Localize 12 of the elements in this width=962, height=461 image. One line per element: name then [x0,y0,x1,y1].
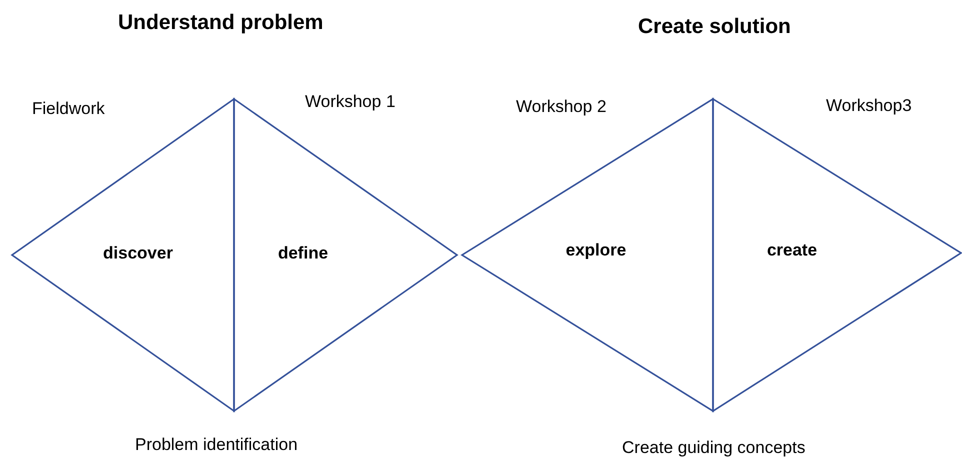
annotation-text: Create guiding concepts [622,437,806,458]
annotation-text: Workshop3 [826,95,912,116]
phase-label: explore [566,242,626,258]
annotation-text: Problem identification [135,434,298,456]
section-heading: Understand problem [118,10,324,36]
section-heading: Create solution [638,14,791,40]
phase-label: define [278,244,328,262]
annotation-text: Fieldwork [32,98,105,120]
annotation-text: Workshop 2 [516,96,606,118]
annotation-text: Workshop 1 [305,91,396,112]
phase-label: discover [103,244,173,262]
phase-label: create [766,242,818,258]
